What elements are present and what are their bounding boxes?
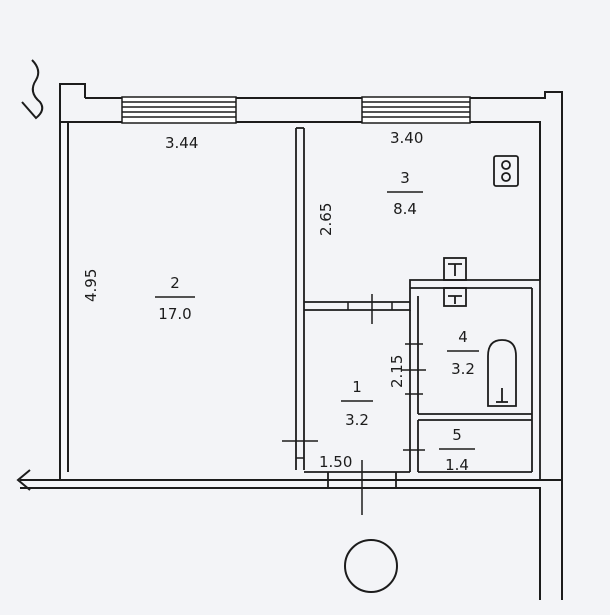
room-label-5: 5 1.4 [439, 426, 475, 474]
room-area: 3.2 [345, 411, 369, 429]
window-left [121, 96, 237, 124]
dimension-room3-width: 3.40 [390, 129, 423, 147]
door-marks [282, 294, 426, 515]
room-area: 8.4 [393, 200, 417, 218]
stove-icon [493, 155, 519, 187]
room-label-2: 2 17.0 [155, 274, 195, 323]
arrow-left-symbol [16, 469, 31, 491]
toilet-icon [443, 287, 467, 307]
entrance-circle-icon [344, 539, 398, 593]
window-right [361, 96, 471, 124]
room-number: 3 [400, 169, 410, 187]
room-label-3: 3 8.4 [387, 169, 423, 218]
room-number: 5 [452, 426, 462, 444]
room-label-1: 1 3.2 [341, 378, 373, 429]
dimension-room4-depth: 2.15 [388, 355, 406, 388]
room-area: 17.0 [158, 305, 191, 323]
wall-break-symbol [21, 59, 44, 120]
sink-icon [443, 257, 467, 281]
bathtub-icon [487, 339, 517, 407]
dimension-room2-depth: 4.95 [82, 269, 100, 302]
room-area: 1.4 [445, 456, 469, 474]
outer-walls [20, 83, 563, 600]
dimension-room1-width: 1.50 [319, 453, 352, 471]
dimension-room2-width: 3.44 [165, 134, 198, 152]
dimension-room3-depth: 2.65 [317, 203, 335, 236]
room-number: 1 [352, 378, 362, 396]
interior-walls [295, 127, 541, 488]
room-number: 4 [458, 328, 468, 346]
room-number: 2 [170, 274, 180, 292]
room-label-4: 4 3.2 [447, 328, 479, 378]
room-area: 3.2 [451, 360, 475, 378]
